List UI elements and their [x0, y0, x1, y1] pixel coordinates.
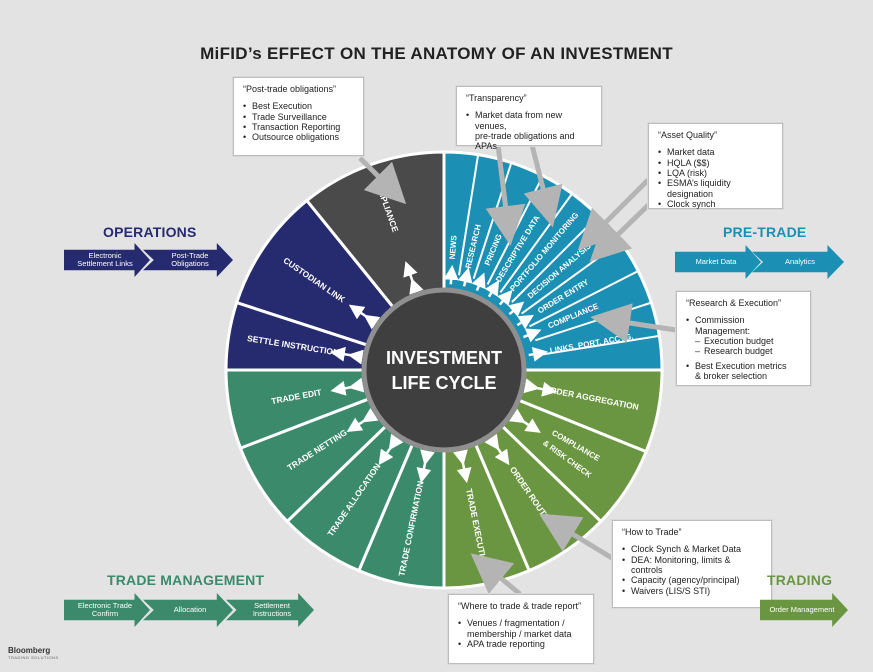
callout-post-trade: “Post-trade obligations” Best Execution … — [233, 77, 364, 156]
arrow-icon — [484, 280, 500, 298]
segment-divider — [538, 334, 660, 356]
segment-divider — [458, 154, 480, 276]
section-title-trade-management: TRADE MANAGEMENT — [107, 572, 265, 588]
arrow-icon — [457, 267, 473, 287]
section-title-trading: TRADING — [767, 572, 833, 588]
leader-arrow-icon — [577, 178, 650, 251]
callout-title: “Research & Execution” — [686, 298, 782, 308]
double-arrow-icon — [346, 408, 379, 433]
callout-transparency: “Transparency” Market data from new venu… — [456, 86, 602, 151]
arrow-icon — [471, 272, 486, 292]
list-item: ESMA’s liquidity designation — [658, 178, 773, 199]
leader-arrow-icon — [523, 144, 563, 228]
section-title-pre-trade: PRE-TRADE — [723, 224, 807, 240]
leader-arrow-icon — [538, 513, 614, 561]
logo-tagline: TRADING SOLUTIONS — [8, 655, 59, 660]
list-item: Waivers (LIS/S STI) — [622, 586, 762, 597]
list-item: & broker selection — [695, 371, 768, 382]
double-arrow-icon — [330, 377, 365, 396]
center-label-line2: LIFE CYCLE — [391, 373, 496, 393]
callout-title: “Where to trade & trade report” — [458, 601, 582, 611]
list-item: APA trade reporting — [458, 639, 584, 650]
list-item: Best Execution metrics — [686, 361, 801, 372]
list-item: Trade Surveillance — [243, 112, 354, 123]
logo-name: Bloomberg — [8, 646, 51, 655]
double-arrow-icon — [523, 378, 558, 397]
list-item: Market data from new venues, — [466, 110, 592, 131]
arrow-icon — [443, 264, 459, 285]
callout-asset-quality: “Asset Quality” Market data HQLA ($$) LQ… — [648, 123, 783, 210]
list-item: DEA: Monitoring, limits & — [622, 555, 762, 566]
page-title: MiFID’s EFFECT ON THE ANATOMY OF AN INVE… — [200, 44, 673, 63]
list-item: Transaction Reporting — [243, 122, 354, 133]
arrow-icon — [497, 289, 513, 307]
list-item: Venues / fragmentation / — [458, 618, 584, 629]
double-arrow-icon — [403, 261, 424, 295]
list-item: Commission Management: — [686, 315, 801, 336]
arrow-icon — [522, 328, 542, 343]
callout-title: “Post-trade obligations” — [243, 84, 337, 94]
list-item: Clock synch — [658, 199, 773, 210]
list-item: HQLA ($$) — [658, 158, 773, 169]
list-item: Best Execution — [243, 101, 354, 112]
callout-title: “Transparency” — [466, 93, 527, 103]
center-label-line1: INVESTMENT — [386, 348, 502, 368]
callout-title: “How to Trade” — [622, 527, 682, 537]
leader-arrow-icon — [358, 156, 407, 205]
list-item: membership / market data — [467, 628, 572, 639]
double-arrow-icon — [348, 304, 381, 330]
list-item: Market data — [658, 147, 773, 158]
list-item: controls — [631, 565, 663, 576]
leader-arrow-icon — [590, 303, 677, 343]
list-item: pre-trade obligations and APAs — [475, 131, 575, 152]
list-item: Outsource obligations — [243, 132, 354, 143]
list-item: Execution budget — [686, 336, 801, 347]
double-arrow-icon — [378, 433, 404, 466]
double-arrow-icon — [329, 346, 364, 365]
list-item: Clock Synch & Market Data — [622, 544, 762, 555]
arrow-icon — [507, 301, 525, 317]
double-arrow-icon — [453, 449, 472, 484]
list-item: LQA (risk) — [658, 168, 773, 179]
segment-label-news: NEWS — [448, 234, 459, 259]
segment-divider — [529, 270, 639, 328]
section-title-operations: OPERATIONS — [103, 224, 197, 240]
leader-arrow-icon — [470, 553, 522, 596]
list-item: Research budget — [686, 346, 801, 357]
double-arrow-icon — [509, 408, 541, 433]
bloomberg-logo: Bloomberg TRADING SOLUTIONS — [8, 646, 59, 660]
callout-how-to-trade: “How to Trade” Clock Synch & Market Data… — [612, 520, 772, 608]
callout-where-to-trade: “Where to trade & trade report” Venues /… — [448, 594, 594, 664]
list-item: Capacity (agency/principal) — [622, 575, 762, 586]
center-circle — [361, 287, 527, 453]
leader-arrow-icon — [485, 144, 526, 246]
callout-title: “Asset Quality” — [658, 130, 718, 140]
arrow-icon — [516, 314, 534, 330]
double-arrow-icon — [416, 449, 435, 484]
double-arrow-icon — [484, 433, 510, 466]
callout-research-execution: “Research & Execution” Commission Manage… — [676, 291, 811, 386]
arrow-icon — [528, 346, 548, 362]
